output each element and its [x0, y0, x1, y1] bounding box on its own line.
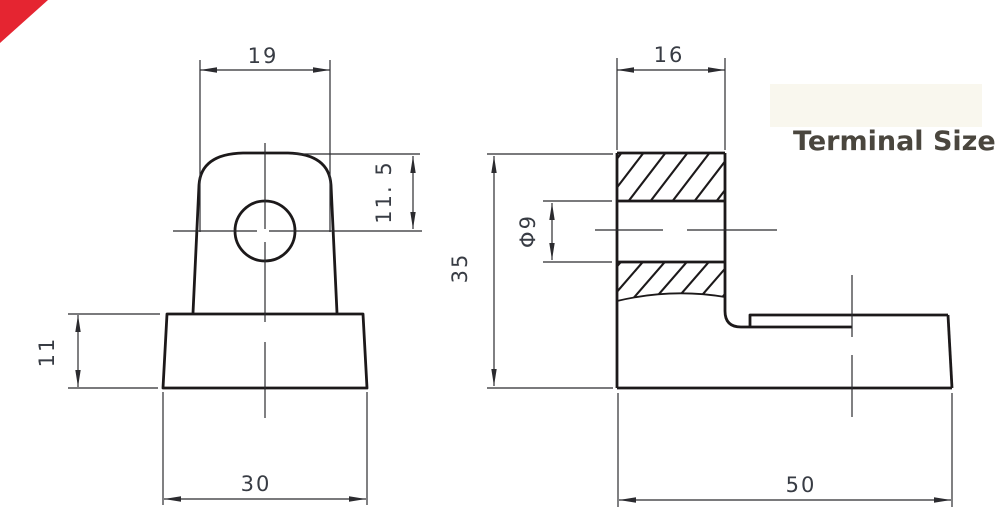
section-hatch-upper: [617, 153, 725, 201]
dimension-side-hole-diameter: Φ9: [516, 200, 612, 263]
section-hatch-lower: [617, 262, 725, 301]
dimension-side-top-width: 16: [616, 43, 726, 150]
dim-label-16: 16: [654, 43, 685, 67]
dimension-front-base-height: 11: [35, 313, 160, 389]
title-block: Terminal Size: [770, 84, 996, 157]
title-background: [770, 84, 982, 127]
front-base-outline: [161, 312, 369, 390]
corner-accent-triangle: [0, 0, 48, 43]
dim-label-phi9: Φ9: [516, 214, 540, 248]
dimension-side-base-length: 50: [617, 393, 953, 507]
dim-label-11: 11: [35, 337, 59, 368]
front-view: 19 11. 5 11 30: [35, 44, 422, 505]
dimension-front-hole-offset: 11. 5: [293, 153, 420, 229]
side-outline: [615, 151, 954, 390]
dim-label-19: 19: [248, 44, 279, 68]
dim-label-11-5: 11. 5: [372, 160, 396, 223]
dimension-front-top-width: 19: [199, 44, 331, 232]
dim-label-50: 50: [786, 473, 817, 497]
dimension-side-height: 35: [448, 153, 613, 389]
front-centerlines: [173, 143, 422, 418]
dimension-front-base-width: 30: [162, 392, 368, 505]
side-view: 16 35 Φ9 50: [448, 43, 954, 507]
dim-label-35: 35: [448, 253, 472, 284]
page-title: Terminal Size: [793, 126, 996, 157]
side-centerlines: [595, 229, 853, 417]
hole-bottom-arc: [616, 292, 726, 302]
dim-label-30: 30: [241, 472, 272, 496]
